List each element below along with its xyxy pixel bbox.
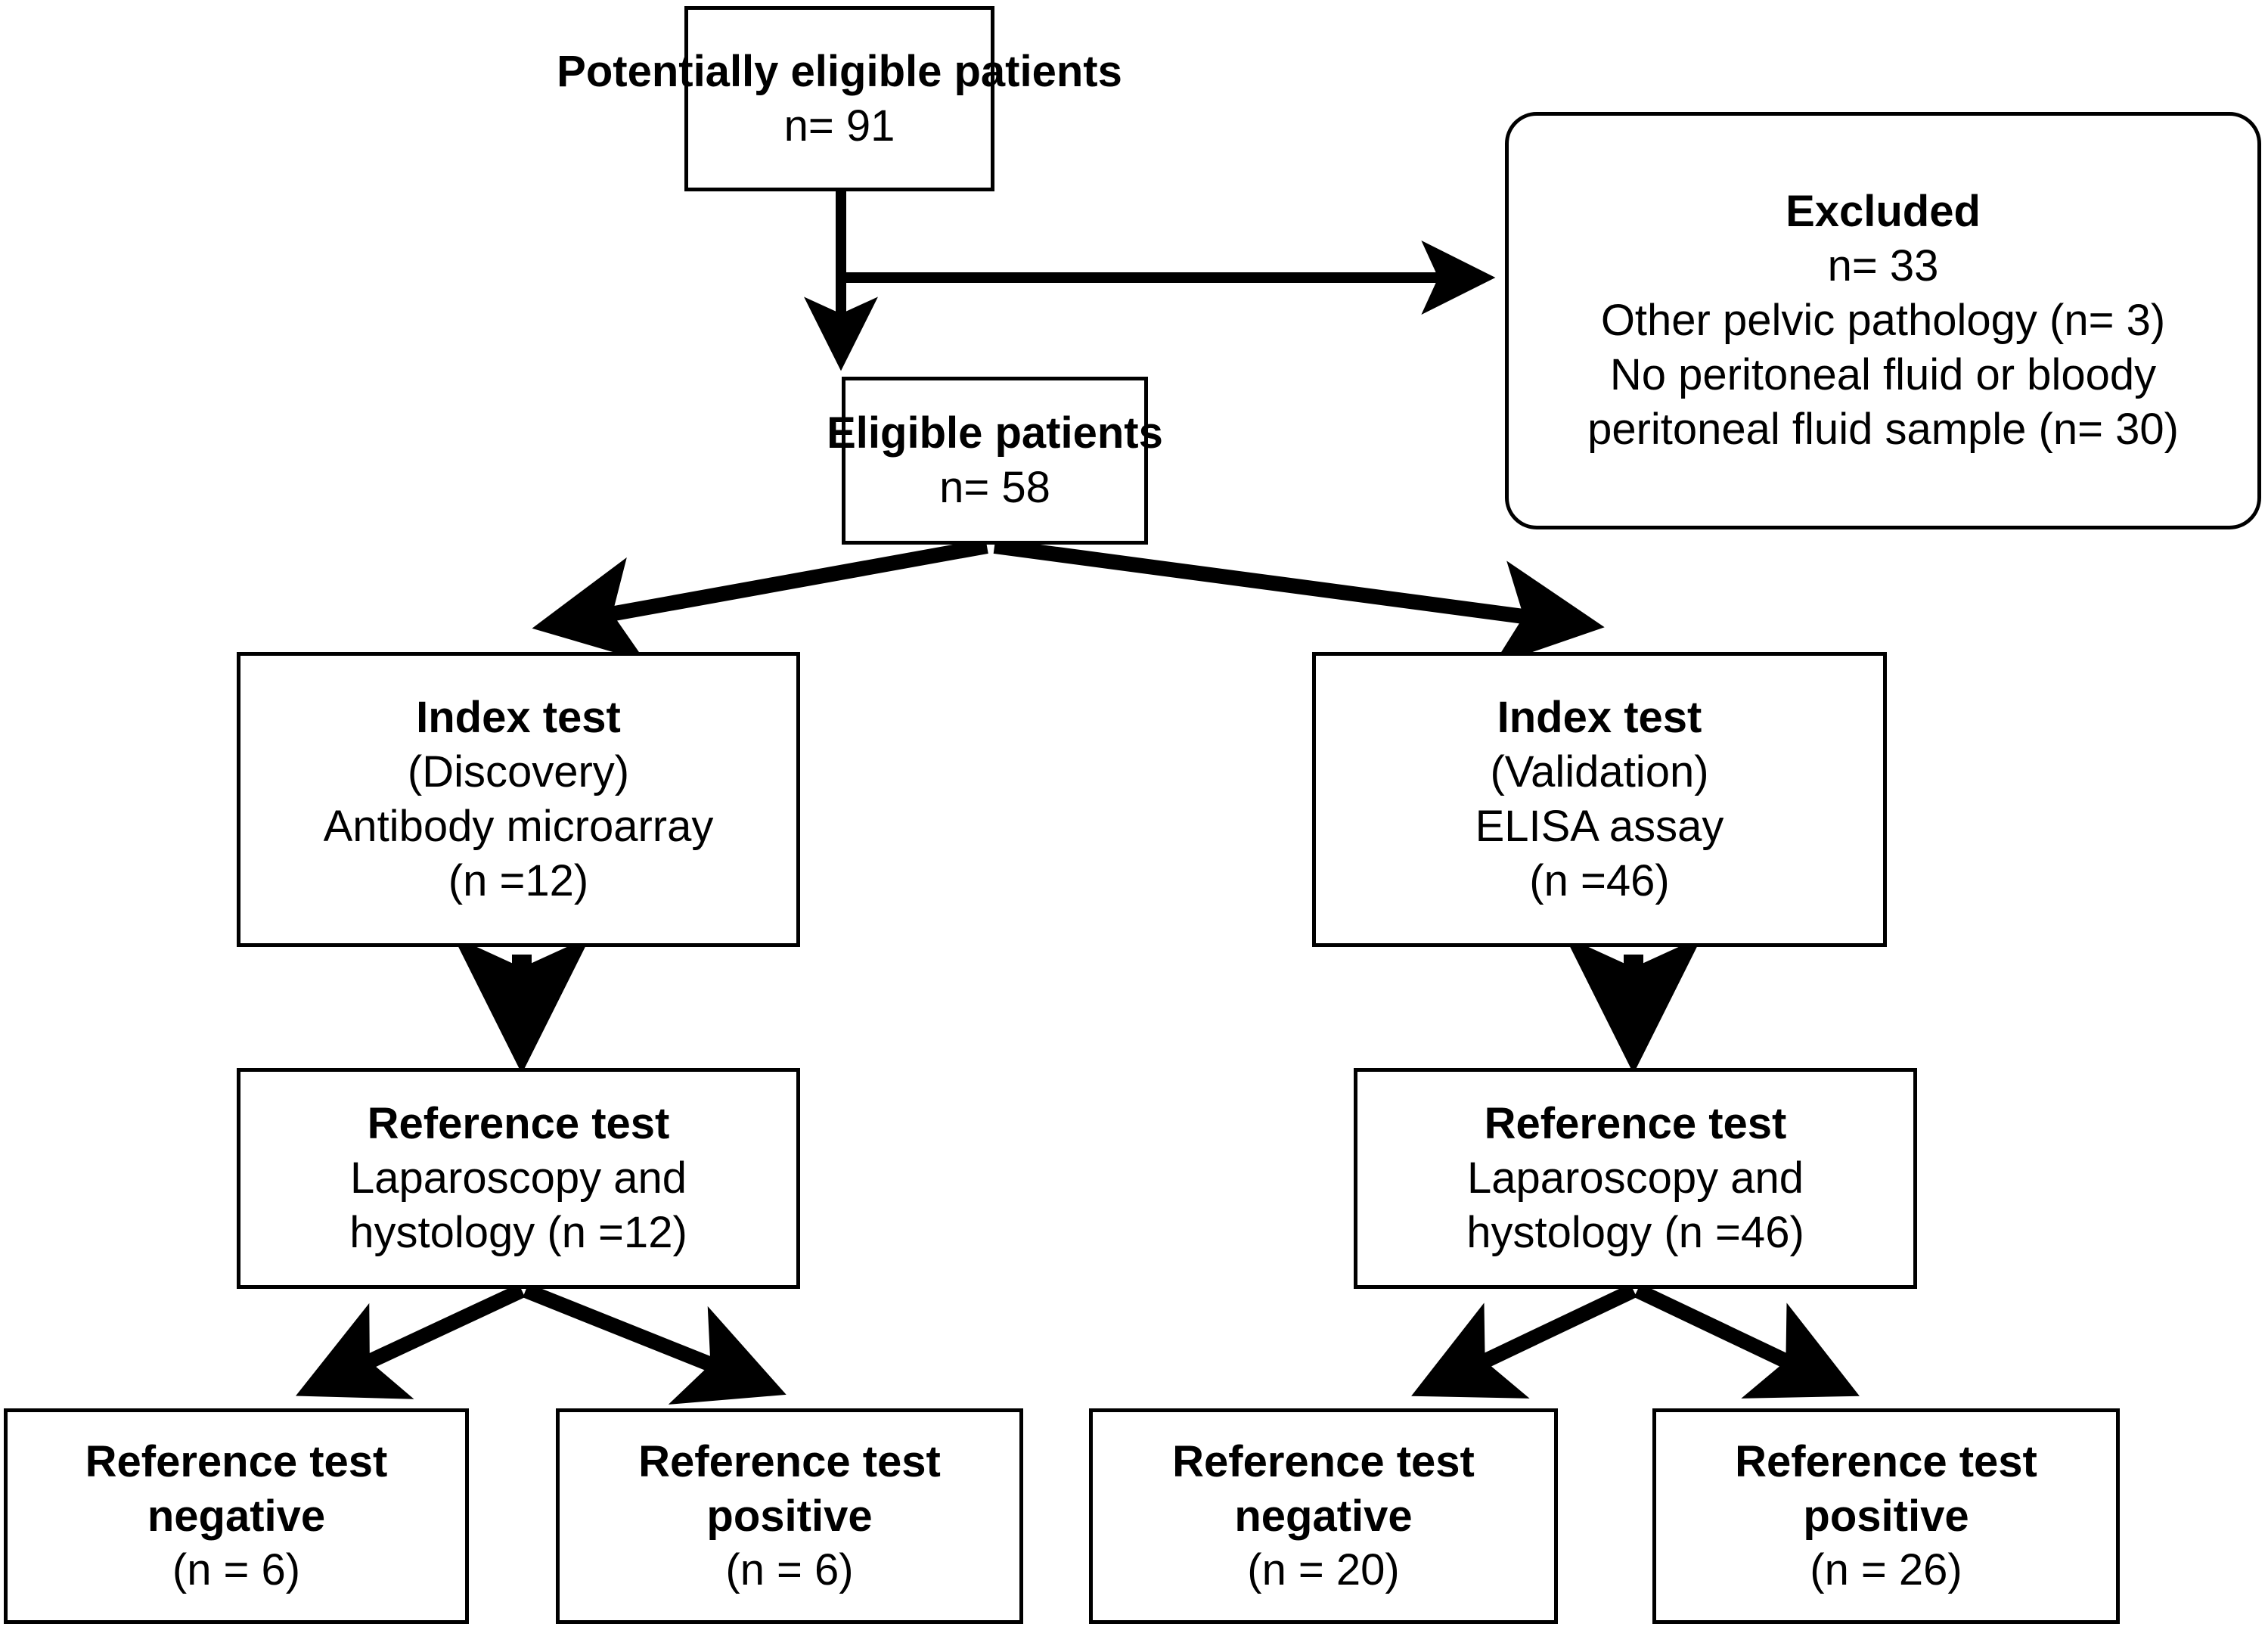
node-reference-validation-label: Reference test [1484,1099,1787,1149]
node-excluded-reason-1: Other pelvic pathology (n= 3) [1600,296,2166,346]
node-eligible-count: n= 58 [939,463,1050,512]
node-discovery-positive-count: (n = 6) [725,1545,854,1595]
arrow-reference-discovery-to-positive [523,1283,787,1405]
node-validation-reference-positive[interactable]: Reference test positive (n = 26) [1652,1408,2120,1624]
node-reference-discovery-method-line-2: hystology (n =12) [349,1207,687,1257]
node-potentially-eligible-patients[interactable]: Potentially eligible patients n= 91 [557,6,1122,191]
node-reference-test-validation[interactable]: Reference test Laparoscopy and hystology… [1354,1068,1917,1289]
node-index-validation-count: (n =46) [1529,855,1670,905]
arrow-reference-validation-to-negative [1411,1283,1637,1399]
node-reference-validation-method-line-1: Laparoscopy and [1467,1153,1804,1203]
node-discovery-positive-label-line-2: positive [706,1491,873,1541]
node-validation-negative-label-line-2: negative [1234,1491,1413,1541]
node-reference-discovery-method-line-1: Laparoscopy and [350,1153,687,1203]
node-index-discovery-count: (n =12) [448,855,589,905]
node-validation-positive-label-line-2: positive [1803,1491,1969,1541]
node-excluded-label: Excluded [1786,187,1981,237]
node-discovery-negative-label-line-1: Reference test [85,1436,388,1486]
node-reference-validation-method-line-2: hystology (n =46) [1466,1207,1804,1257]
node-validation-positive-count: (n = 26) [1810,1545,1962,1595]
node-reference-test-discovery[interactable]: Reference test Laparoscopy and hystology… [237,1068,800,1289]
node-index-discovery-method: Antibody microarray [323,802,714,851]
node-discovery-reference-positive[interactable]: Reference test positive (n = 6) [556,1408,1023,1624]
node-excluded-count: n= 33 [1827,241,1939,291]
node-index-test-discovery[interactable]: Index test (Discovery) Antibody microarr… [237,652,800,947]
node-index-validation-phase: (Validation) [1490,747,1709,797]
node-index-discovery-phase: (Discovery) [407,747,630,797]
node-excluded[interactable]: Excluded n= 33 Other pelvic pathology (n… [1505,112,2261,529]
node-index-validation-method: ELISA assay [1475,802,1724,851]
node-discovery-reference-negative[interactable]: Reference test negative (n = 6) [4,1408,469,1624]
node-excluded-reason-2: No peritoneal fluid or bloody peritoneal… [1587,349,2179,454]
node-validation-negative-count: (n = 20) [1247,1545,1400,1595]
arrow-reference-discovery-to-negative [296,1283,526,1399]
node-validation-negative-label-line-1: Reference test [1172,1436,1475,1486]
node-discovery-positive-label-line-1: Reference test [638,1436,941,1486]
node-reference-discovery-label: Reference test [367,1099,670,1149]
node-validation-reference-negative[interactable]: Reference test negative (n = 20) [1089,1408,1558,1624]
node-potentially-eligible-count: n= 91 [783,101,895,151]
arrow-reference-validation-to-positive [1634,1283,1860,1399]
node-eligible-label: Eligible patients [827,408,1163,458]
arrow-eligible-to-index-discovery [532,539,988,662]
node-discovery-negative-count: (n = 6) [172,1545,301,1595]
node-discovery-negative-label-line-2: negative [147,1491,326,1541]
node-eligible-patients[interactable]: Eligible patients n= 58 [827,377,1163,545]
arrow-eligible-to-index-validation [993,539,1605,666]
node-index-validation-label: Index test [1497,693,1702,743]
node-index-test-validation[interactable]: Index test (Validation) ELISA assay (n =… [1312,652,1887,947]
node-potentially-eligible-label: Potentially eligible patients [557,46,1122,96]
node-validation-positive-label-line-1: Reference test [1735,1436,2037,1486]
node-index-discovery-label: Index test [416,693,621,743]
